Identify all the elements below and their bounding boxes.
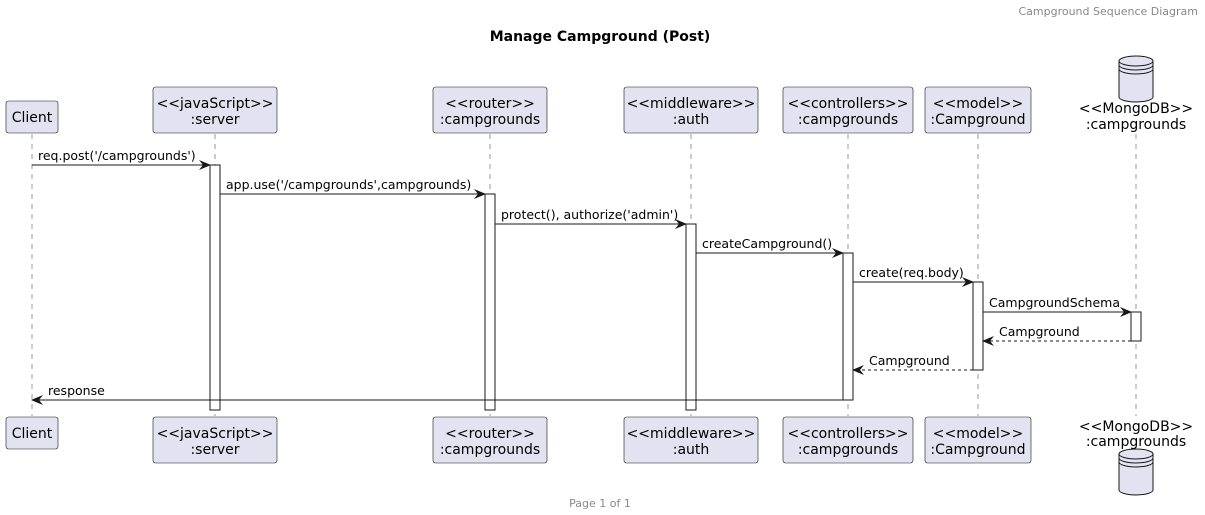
- message-label: req.post('/campgrounds'): [38, 148, 196, 163]
- message-5: CampgroundSchema: [983, 295, 1132, 317]
- participant-top-box: [782, 86, 914, 134]
- message-2: protect(), authorize('admin'): [495, 207, 687, 229]
- activation-bar-controllers: [842, 252, 854, 401]
- message-0: req.post('/campgrounds'): [32, 148, 211, 170]
- participant-top-label: :auth: [673, 112, 710, 128]
- diagram-title: Manage Campground (Post): [490, 29, 711, 45]
- participant-bottom-mongodb: <<MongoDB>>:campgrounds: [1079, 419, 1193, 496]
- participant-top-label: :Campground: [930, 112, 1025, 128]
- participant-top-server: <<javaScript>>:server: [152, 86, 278, 134]
- database-icon: [1118, 61, 1154, 103]
- participant-top-label: <<router>>: [445, 96, 535, 112]
- participant-top-label: :campgrounds: [798, 112, 898, 128]
- message-3: createCampground(): [696, 236, 844, 258]
- participant-bottom-label: Client: [12, 426, 53, 442]
- activation-bar-model: [972, 281, 984, 371]
- message-label: protect(), authorize('admin'): [501, 207, 678, 222]
- participant-bottom-box: [924, 416, 1032, 464]
- participant-bottom-client: Client: [5, 416, 59, 450]
- participant-bottom-label: <<middleware>>: [627, 426, 756, 442]
- participant-top-model: <<model>>:Campground: [924, 86, 1032, 134]
- diagram-header-label: Campground Sequence Diagram: [1018, 5, 1198, 18]
- participant-top-controllers: <<controllers>>:campgrounds: [782, 86, 914, 134]
- message-1: app.use('/campgrounds',campgrounds): [220, 177, 486, 199]
- participant-bottom-server: <<javaScript>>:server: [152, 416, 278, 464]
- database-icon-ring: [1118, 461, 1154, 468]
- message-label: Campground: [999, 324, 1080, 339]
- participant-bottom-label: <<javaScript>>: [157, 426, 274, 442]
- participants: ClientClient<<javaScript>>:server<<javaS…: [5, 55, 1193, 496]
- message-label: Campground: [869, 353, 950, 368]
- participant-top-label: Client: [12, 110, 53, 126]
- participant-top-box: [5, 100, 59, 134]
- message-6: Campground: [982, 324, 1131, 346]
- participant-bottom-label: :campgrounds: [798, 442, 898, 458]
- message-label: create(req.body): [859, 265, 964, 280]
- participant-top-box: [924, 86, 1032, 134]
- participant-bottom-router: <<router>>:campgrounds: [432, 416, 548, 464]
- participant-top-mongodb: <<MongoDB>>:campgrounds: [1079, 55, 1193, 133]
- participant-bottom-middleware: <<middleware>>:auth: [623, 416, 759, 464]
- message-7: Campground: [852, 353, 973, 375]
- message-8: response: [31, 383, 843, 405]
- participant-bottom-label: <<router>>: [445, 426, 535, 442]
- participant-bottom-label: :server: [190, 442, 239, 458]
- participant-bottom-label: <<controllers>>: [787, 426, 908, 442]
- database-icon-ring: [1118, 68, 1154, 75]
- participant-top-router: <<router>>:campgrounds: [432, 86, 548, 134]
- participant-top-label: <<model>>: [933, 96, 1024, 112]
- participant-top-client: Client: [5, 100, 59, 134]
- participant-bottom-label: :campgrounds: [440, 442, 540, 458]
- activation-bar-mongodb: [1130, 311, 1142, 342]
- participant-bottom-box: [782, 416, 914, 464]
- message-label: response: [48, 383, 105, 398]
- participant-top-label: <<MongoDB>>: [1079, 101, 1193, 117]
- participant-top-label: <<controllers>>: [787, 96, 908, 112]
- participant-bottom-model: <<model>>:Campground: [924, 416, 1032, 464]
- activation-bars: [209, 164, 1142, 411]
- participant-bottom-controllers: <<controllers>>:campgrounds: [782, 416, 914, 464]
- activation-bar-server: [209, 164, 221, 411]
- participant-top-middleware: <<middleware>>:auth: [623, 86, 759, 134]
- participant-bottom-box: [623, 416, 759, 464]
- message-label: createCampground(): [702, 236, 832, 251]
- participant-top-label: :campgrounds: [1086, 117, 1186, 133]
- participant-top-label: :campgrounds: [440, 112, 540, 128]
- participant-top-label: <<middleware>>: [627, 96, 756, 112]
- activation-bar-router: [484, 193, 496, 411]
- participant-top-box: [432, 86, 548, 134]
- database-icon-top: [1118, 55, 1154, 67]
- message-label: CampgroundSchema: [989, 295, 1120, 310]
- database-icon-ring: [1118, 64, 1154, 71]
- participant-top-box: [623, 86, 759, 134]
- participant-bottom-label: <<MongoDB>>: [1079, 419, 1193, 435]
- page-footer: Page 1 of 1: [569, 497, 631, 510]
- message-4: create(req.body): [853, 265, 974, 287]
- participant-bottom-box: [5, 416, 59, 450]
- participant-bottom-label: <<model>>: [933, 426, 1024, 442]
- message-label: app.use('/campgrounds',campgrounds): [226, 177, 471, 192]
- messages: req.post('/campgrounds') app.use('/campgr…: [31, 148, 1132, 405]
- participant-bottom-label: :Campground: [930, 442, 1025, 458]
- activation-bar-middleware: [685, 223, 697, 411]
- participant-bottom-label: :campgrounds: [1086, 434, 1186, 450]
- participant-top-label: <<javaScript>>: [157, 96, 274, 112]
- database-icon-ring: [1118, 457, 1154, 464]
- participant-top-label: :server: [190, 112, 239, 128]
- participant-bottom-label: :auth: [673, 442, 710, 458]
- participant-top-box: [152, 86, 278, 134]
- participant-bottom-box: [152, 416, 278, 464]
- lifelines: [31, 134, 1137, 416]
- participant-bottom-box: [432, 416, 548, 464]
- database-icon: [1118, 454, 1154, 496]
- database-icon-top: [1118, 448, 1154, 460]
